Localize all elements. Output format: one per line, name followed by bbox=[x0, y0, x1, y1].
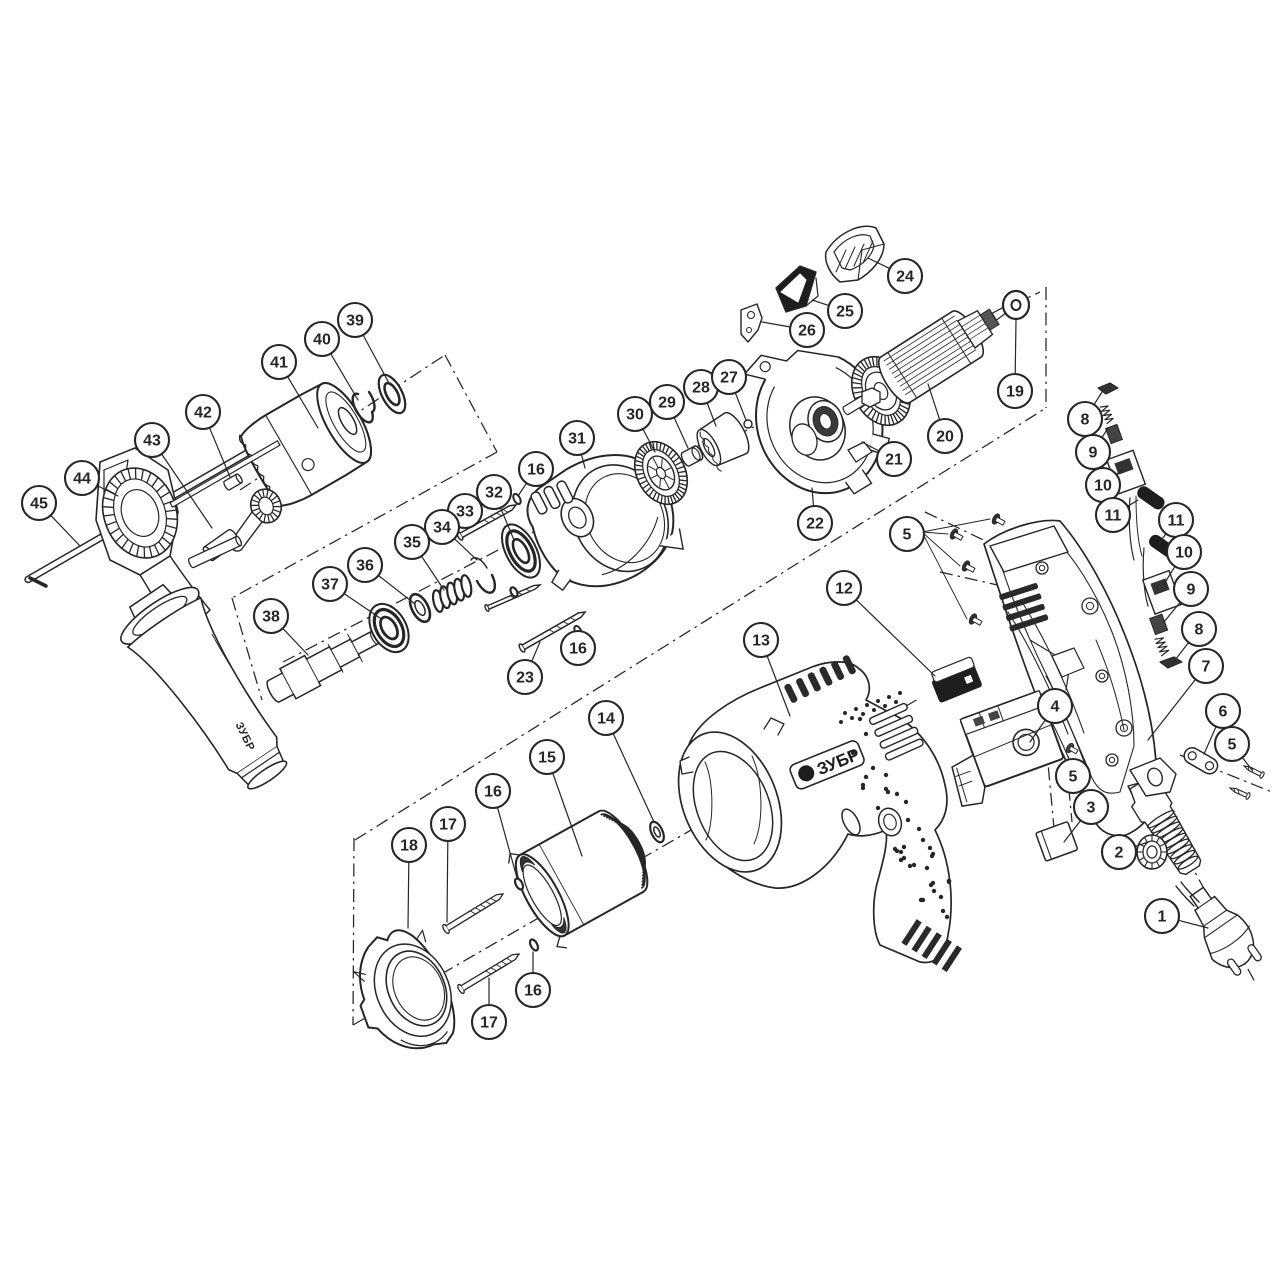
svg-text:14: 14 bbox=[597, 711, 615, 728]
svg-text:29: 29 bbox=[658, 395, 676, 412]
svg-text:16: 16 bbox=[524, 983, 542, 1000]
svg-text:5: 5 bbox=[903, 527, 912, 544]
svg-text:17: 17 bbox=[439, 817, 457, 834]
svg-text:33: 33 bbox=[456, 504, 474, 521]
svg-text:24: 24 bbox=[896, 269, 914, 286]
svg-text:3: 3 bbox=[1087, 800, 1096, 817]
svg-text:37: 37 bbox=[321, 577, 339, 594]
svg-text:25: 25 bbox=[836, 304, 854, 321]
svg-text:4: 4 bbox=[1051, 699, 1060, 716]
svg-text:11: 11 bbox=[1168, 513, 1185, 530]
svg-text:41: 41 bbox=[270, 355, 288, 372]
svg-text:1: 1 bbox=[1158, 909, 1167, 926]
svg-text:38: 38 bbox=[262, 609, 280, 626]
svg-text:36: 36 bbox=[356, 558, 374, 575]
svg-text:27: 27 bbox=[720, 370, 738, 387]
svg-text:43: 43 bbox=[143, 433, 161, 450]
svg-text:8: 8 bbox=[1081, 412, 1090, 429]
svg-text:16: 16 bbox=[569, 641, 587, 658]
svg-text:28: 28 bbox=[692, 380, 710, 397]
svg-text:18: 18 bbox=[400, 838, 418, 855]
svg-text:15: 15 bbox=[538, 750, 556, 767]
svg-text:30: 30 bbox=[626, 407, 644, 424]
svg-text:34: 34 bbox=[433, 520, 451, 537]
svg-text:35: 35 bbox=[403, 535, 421, 552]
svg-text:44: 44 bbox=[73, 471, 91, 488]
svg-text:40: 40 bbox=[313, 332, 331, 349]
svg-text:32: 32 bbox=[485, 485, 503, 502]
svg-text:10: 10 bbox=[1094, 478, 1112, 495]
svg-text:5: 5 bbox=[1069, 769, 1078, 786]
svg-text:16: 16 bbox=[484, 784, 502, 801]
svg-text:17: 17 bbox=[480, 1015, 498, 1032]
svg-text:11: 11 bbox=[1105, 508, 1122, 525]
svg-text:12: 12 bbox=[835, 581, 853, 598]
svg-text:5: 5 bbox=[1228, 737, 1237, 754]
svg-text:31: 31 bbox=[568, 431, 586, 448]
svg-text:10: 10 bbox=[1175, 545, 1193, 562]
svg-text:8: 8 bbox=[1195, 622, 1204, 639]
svg-text:20: 20 bbox=[936, 429, 954, 446]
svg-text:13: 13 bbox=[752, 633, 770, 650]
svg-text:6: 6 bbox=[1219, 704, 1228, 721]
svg-text:45: 45 bbox=[30, 496, 48, 513]
svg-text:39: 39 bbox=[346, 313, 364, 330]
svg-text:19: 19 bbox=[1006, 384, 1024, 401]
svg-text:9: 9 bbox=[1089, 445, 1098, 462]
svg-text:9: 9 bbox=[1187, 582, 1196, 599]
svg-text:42: 42 bbox=[194, 405, 212, 422]
svg-text:16: 16 bbox=[527, 462, 545, 479]
svg-text:7: 7 bbox=[1202, 659, 1211, 676]
svg-text:21: 21 bbox=[885, 452, 903, 469]
svg-text:2: 2 bbox=[1115, 845, 1124, 862]
svg-text:22: 22 bbox=[806, 516, 824, 533]
svg-text:26: 26 bbox=[798, 323, 816, 340]
svg-text:23: 23 bbox=[516, 670, 534, 687]
